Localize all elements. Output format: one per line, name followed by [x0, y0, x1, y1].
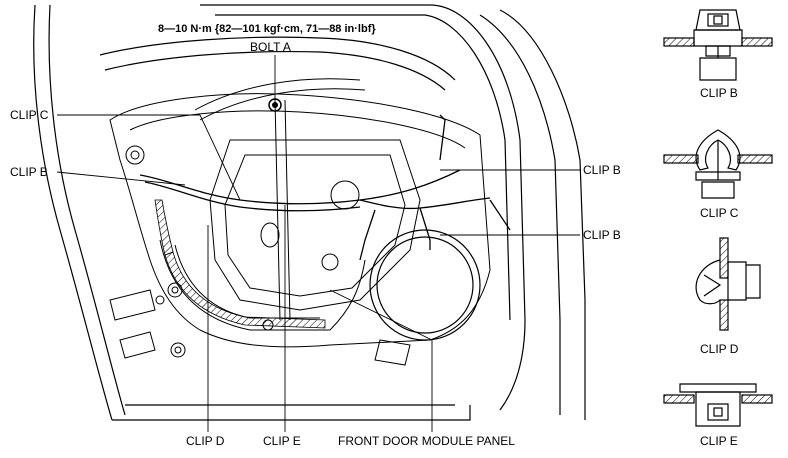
callout-bolt-a: BOLT A [250, 40, 291, 54]
sealing-strip-upper [154, 199, 174, 256]
panel-holes [125, 145, 360, 358]
speaker [369, 229, 481, 341]
clip-e-detail [663, 383, 773, 427]
clip-detail-label: CLIP B [700, 86, 738, 100]
clip-detail-label: CLIP E [700, 434, 738, 448]
clip-detail-label: CLIP D [700, 342, 739, 356]
clip-c-detail [663, 129, 773, 199]
callout-clip-e: CLIP E [263, 434, 301, 448]
door-frame [33, 4, 586, 421]
callout-module-panel: FRONT DOOR MODULE PANEL [338, 434, 515, 448]
callout-clip-b-right-upper: CLIP B [583, 163, 621, 177]
clip-d-detail [695, 237, 761, 331]
sealing-strip [164, 251, 326, 329]
inner-panel [109, 78, 491, 348]
callout-clip-b-right-lower: CLIP B [583, 228, 621, 242]
leader-lines [56, 55, 580, 432]
callout-clip-d: CLIP D [186, 434, 225, 448]
clip-detail-label: CLIP C [700, 206, 739, 220]
door-openings [109, 289, 411, 366]
wiring-harness [139, 114, 511, 261]
callout-clip-c: CLIP C [10, 108, 49, 122]
callout-clip-b-left: CLIP B [10, 165, 48, 179]
torque-spec: 8—10 N·m {82—101 kgf·cm, 71—88 in·lbf} [158, 23, 376, 35]
clip-b-detail [663, 9, 773, 81]
bolt-a-marker [268, 98, 282, 112]
